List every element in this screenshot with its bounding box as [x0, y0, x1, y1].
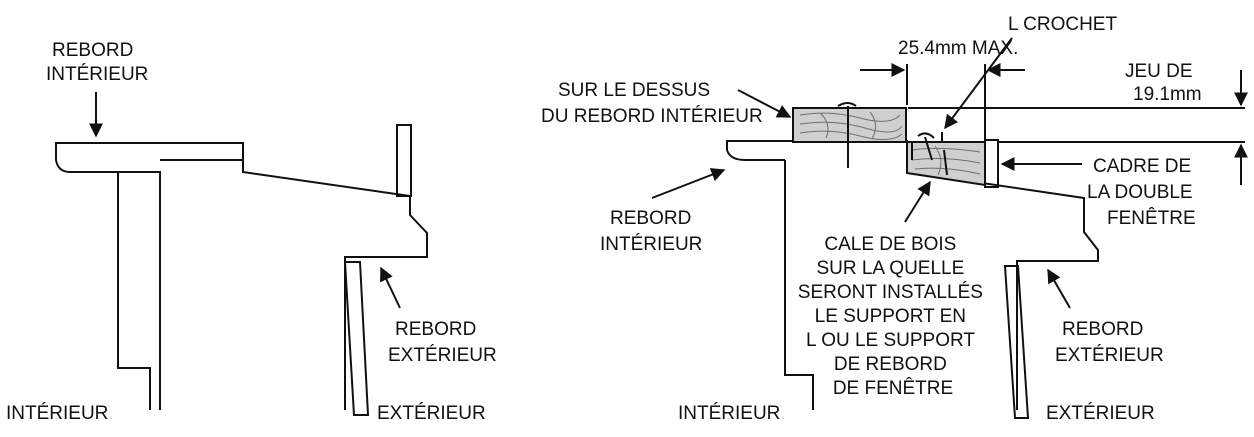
right-shim-label-3: SERONT INSTALLÉS — [798, 282, 983, 303]
right-shim-label-2: SUR LA QUELLE — [816, 258, 964, 279]
right-nail-2 — [917, 132, 935, 161]
right-top-label-2: DU REBORD INTÉRIEUR — [541, 106, 763, 127]
right-window-frame — [984, 139, 999, 188]
right-exterior-siding — [1003, 265, 1030, 419]
right-inner-sill — [726, 140, 1099, 410]
right-hook-arrow — [944, 37, 1013, 130]
right-outer-sill-label-1: REBORD — [1062, 319, 1143, 340]
right-nail-1 — [837, 102, 857, 168]
left-exterior-label: EXTÉRIEUR — [377, 403, 486, 424]
right-hook-label: L CROCHET — [1008, 14, 1117, 35]
left-outer-sill-label-1: REBORD — [395, 319, 476, 340]
left-exterior-siding — [343, 261, 370, 416]
right-inner-sill-label-1: REBORD — [610, 208, 691, 229]
right-shim-label-4: LE SUPPORT EN — [815, 306, 966, 327]
right-top-label-arrow — [737, 89, 792, 118]
right-shim-label-1: CALE DE BOIS — [824, 234, 956, 255]
right-shim-label-7: DE FENÊTRE — [833, 377, 953, 399]
right-nail-3 — [943, 149, 948, 176]
right-wood-block — [792, 107, 907, 143]
right-outer-sill-label-2: EXTÉRIEUR — [1055, 345, 1164, 366]
right-shim-label-5: L OU LE SUPPORT — [806, 330, 975, 351]
svg-text:CALE DE BOIS SUR LA QUEL: CALE DE BOIS SUR LA QUELLE SERONT INSTAL… — [798, 234, 988, 399]
right-outer-sill-arrow — [1047, 268, 1071, 309]
left-interior-label: INTÉRIEUR — [6, 403, 108, 424]
right-gap-label-2: 19.1mm — [1133, 84, 1202, 105]
right-frame-label-2: LA DOUBLE — [1087, 182, 1193, 203]
left-window-stop — [396, 124, 412, 197]
svg-text:REBORD INTÉRIEUR: REBORD INTÉRIEUR — [46, 40, 148, 85]
svg-text:SUR LE DESSUS DU REBORD: SUR LE DESSUS DU REBORD INTÉRIEUR — [541, 80, 763, 127]
right-wall-inner-face — [784, 160, 814, 410]
left-outer-sill-label-2: EXTÉRIEUR — [388, 345, 497, 366]
right-gap-label-1: JEU DE — [1125, 61, 1193, 82]
right-top-label-1: SUR LE DESSUS — [558, 80, 710, 101]
right-exterior-label: EXTÉRIEUR — [1046, 403, 1155, 424]
left-wall-inner-face — [117, 172, 151, 410]
right-frame-label-3: FENÊTRE — [1107, 207, 1196, 229]
left-inner-sill-label-1: REBORD — [52, 40, 133, 61]
right-frame-label-1: CADRE DE — [1093, 156, 1191, 177]
left-inner-sill — [55, 142, 428, 410]
right-inner-sill-label-2: INTÉRIEUR — [600, 234, 702, 255]
right-inner-sill-arrow — [651, 168, 726, 199]
right-diagram: L CROCHET 25.4mm MAX. JEU DE 19.1mm SUR … — [541, 14, 1248, 424]
svg-text:REBORD INTÉRIEUR: REBORD INTÉRIEUR — [600, 208, 702, 255]
right-interior-label: INTÉRIEUR — [678, 403, 780, 424]
right-shim-label-6: DE REBORD — [834, 354, 947, 375]
right-max-label: 25.4mm MAX. — [898, 38, 1018, 59]
svg-text:REBORD EXTÉRIEUR: REBORD EXTÉRIEUR — [388, 319, 497, 366]
svg-text:REBORD EXTÉRIEUR: REBORD EXTÉRIEUR — [1055, 319, 1164, 366]
svg-text:CADRE DE LA DOUBLE: CADRE DE LA DOUBLE FENÊTRE — [1087, 156, 1198, 229]
right-shim-arrow — [904, 180, 931, 223]
svg-text:JEU DE 19.1mm: JEU DE 19.1mm — [1125, 61, 1202, 105]
left-diagram: REBORD INTÉRIEUR REBORD EXTÉRIEUR INTÉRI… — [6, 40, 497, 424]
left-inner-sill-label-2: INTÉRIEUR — [46, 64, 148, 85]
left-outer-sill-arrow — [380, 266, 401, 309]
